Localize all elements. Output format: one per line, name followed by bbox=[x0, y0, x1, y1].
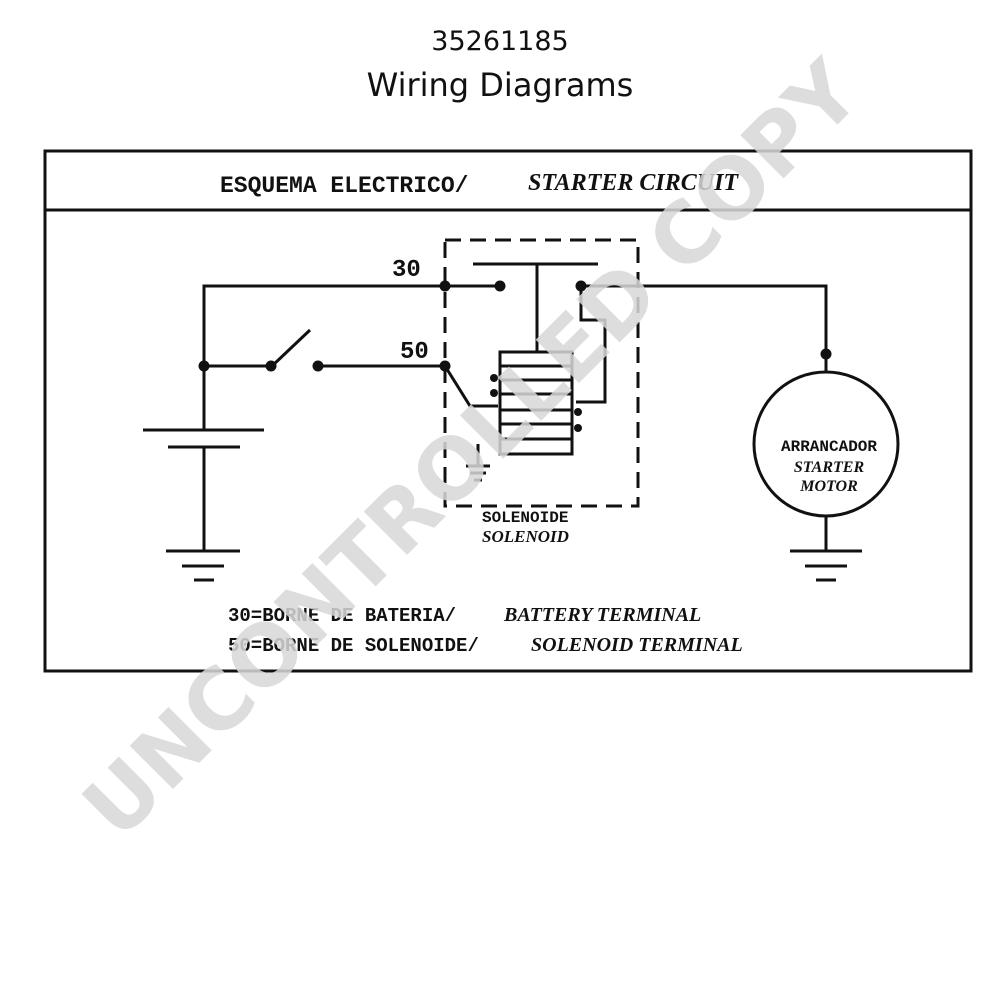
diagram-frame bbox=[43, 149, 973, 673]
legend-30-en: BATTERY TERMINAL bbox=[503, 604, 701, 626]
solenoid-housing bbox=[443, 238, 640, 508]
motor-label-en-1: STARTER bbox=[794, 459, 865, 476]
uncontrolled-copy-watermark: UNCONTROLLED COPY bbox=[64, 41, 879, 856]
motor-label-en-2: MOTOR bbox=[799, 478, 858, 495]
diagram-title-en: STARTER CIRCUIT bbox=[528, 170, 739, 196]
motor-label-es: ARRANCADOR bbox=[781, 438, 877, 456]
legend-50-en: SOLENOID TERMINAL bbox=[531, 634, 743, 656]
terminal-30-contact bbox=[494, 280, 506, 292]
battery-ground-icon bbox=[166, 549, 240, 582]
terminal-50-label: 50 bbox=[400, 339, 429, 366]
junction-dot bbox=[198, 360, 210, 372]
solenoid-coil bbox=[498, 350, 574, 456]
solenoid bbox=[439, 238, 640, 508]
solenoid-label-en: SOLENOID bbox=[482, 527, 569, 546]
diagram-title-es: ESQUEMA ELECTRICO/ bbox=[220, 173, 468, 199]
legend-30-es: 30=BORNE DE BATERIA/ bbox=[228, 605, 456, 627]
page-title: Wiring Diagrams bbox=[366, 66, 634, 104]
terminal-30-label: 30 bbox=[392, 257, 421, 284]
legend: 30=BORNE DE BATERIA/ BATTERY TERMINAL 50… bbox=[228, 604, 743, 657]
solenoid-ground-icon bbox=[466, 444, 490, 482]
ignition-switch-blade bbox=[270, 328, 312, 368]
switch-contact-dot bbox=[312, 360, 324, 372]
motor-ground-icon bbox=[790, 549, 862, 582]
solenoid-label-es: SOLENOIDE bbox=[482, 509, 568, 527]
part-number: 35261185 bbox=[431, 26, 569, 57]
switch-contact-dot bbox=[265, 360, 277, 372]
starter-motor bbox=[581, 284, 900, 582]
battery-circuit bbox=[143, 284, 445, 582]
legend-50-es: 50=BORNE DE SOLENOIDE/ bbox=[228, 635, 479, 657]
